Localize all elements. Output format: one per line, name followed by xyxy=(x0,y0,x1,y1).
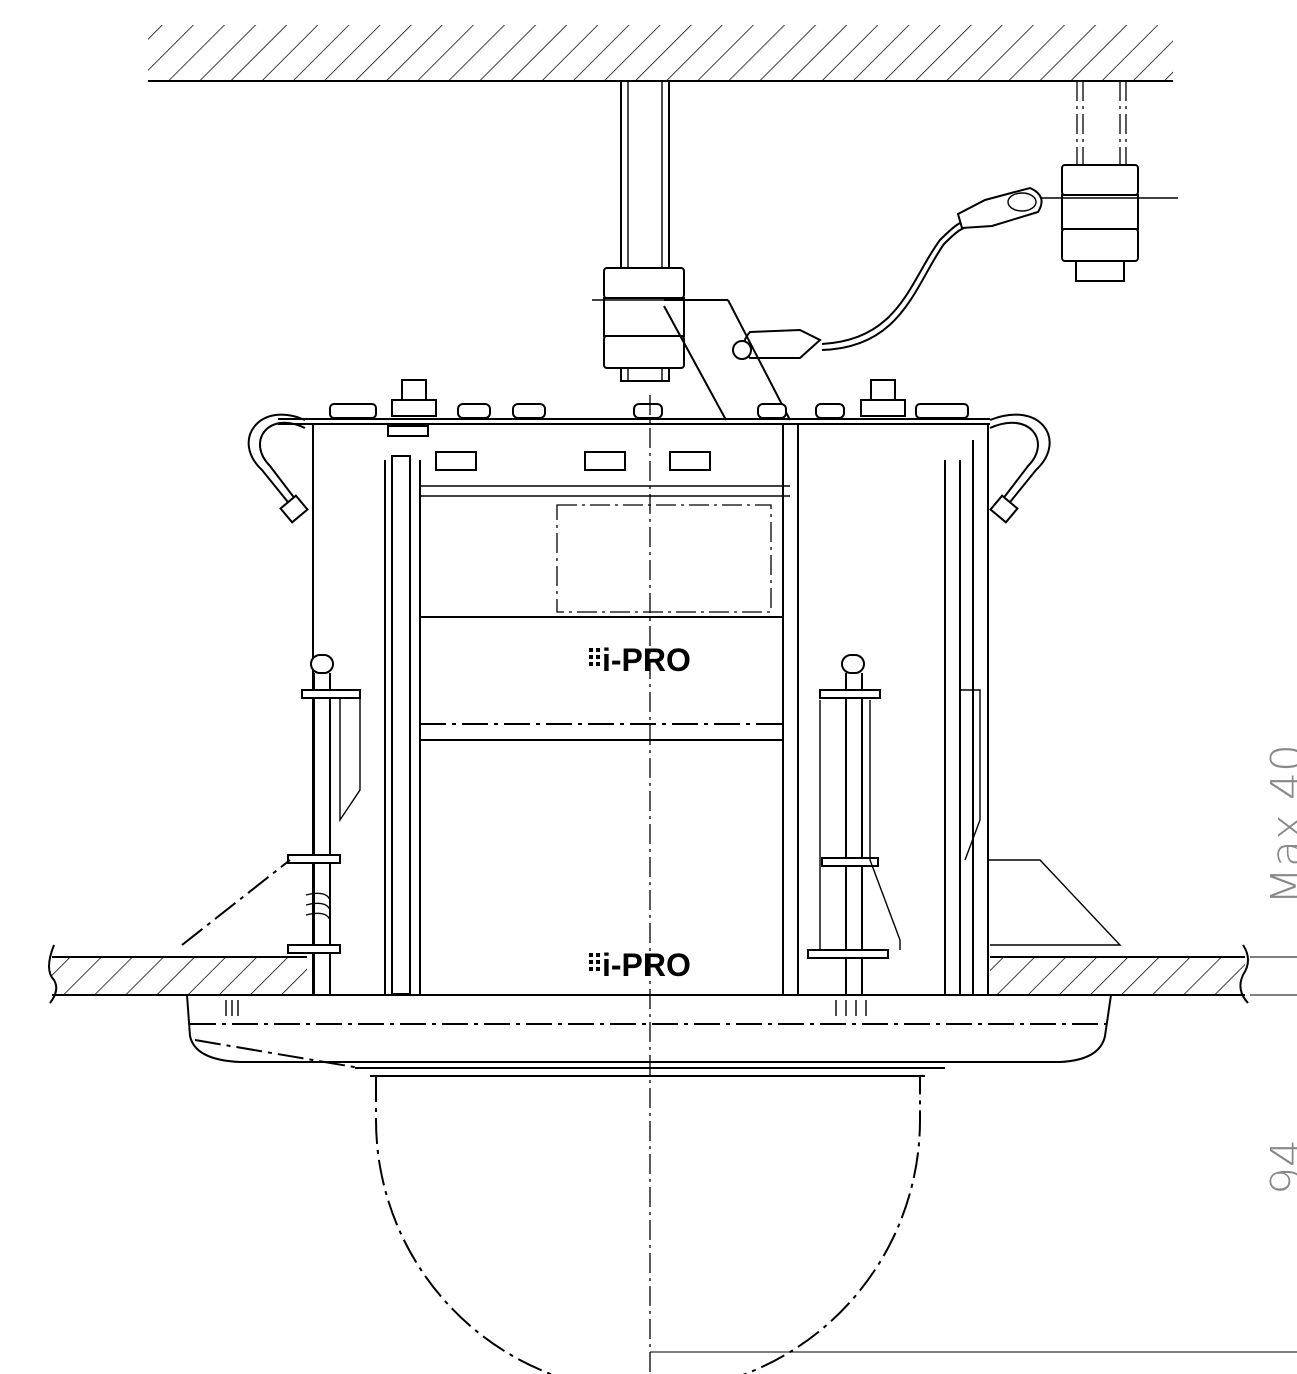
anchor-bolt-right xyxy=(1030,81,1178,282)
brand-logo-lower: i-PRO xyxy=(589,947,691,983)
dimension-lines xyxy=(650,956,1297,1353)
loop-handle-left xyxy=(247,413,309,524)
dimension-max-label: Max.40 xyxy=(1262,744,1297,905)
ceiling-board xyxy=(48,944,1249,1004)
ceiling-slab xyxy=(148,25,1173,82)
dimension-height-label: 94 xyxy=(1262,1139,1297,1195)
safety-wire xyxy=(663,186,1043,421)
spring-clip-right xyxy=(807,654,1122,995)
logo-upper-text: i-PRO xyxy=(602,642,691,678)
brand-logo-upper: i-PRO xyxy=(589,642,691,678)
spring-clip-left xyxy=(181,654,361,995)
hanging-bolt xyxy=(592,80,720,382)
logo-lower-text: i-PRO xyxy=(602,947,691,983)
mounting-plate xyxy=(278,379,990,497)
base-ring xyxy=(185,994,1113,1069)
loop-handle-right xyxy=(989,413,1051,524)
